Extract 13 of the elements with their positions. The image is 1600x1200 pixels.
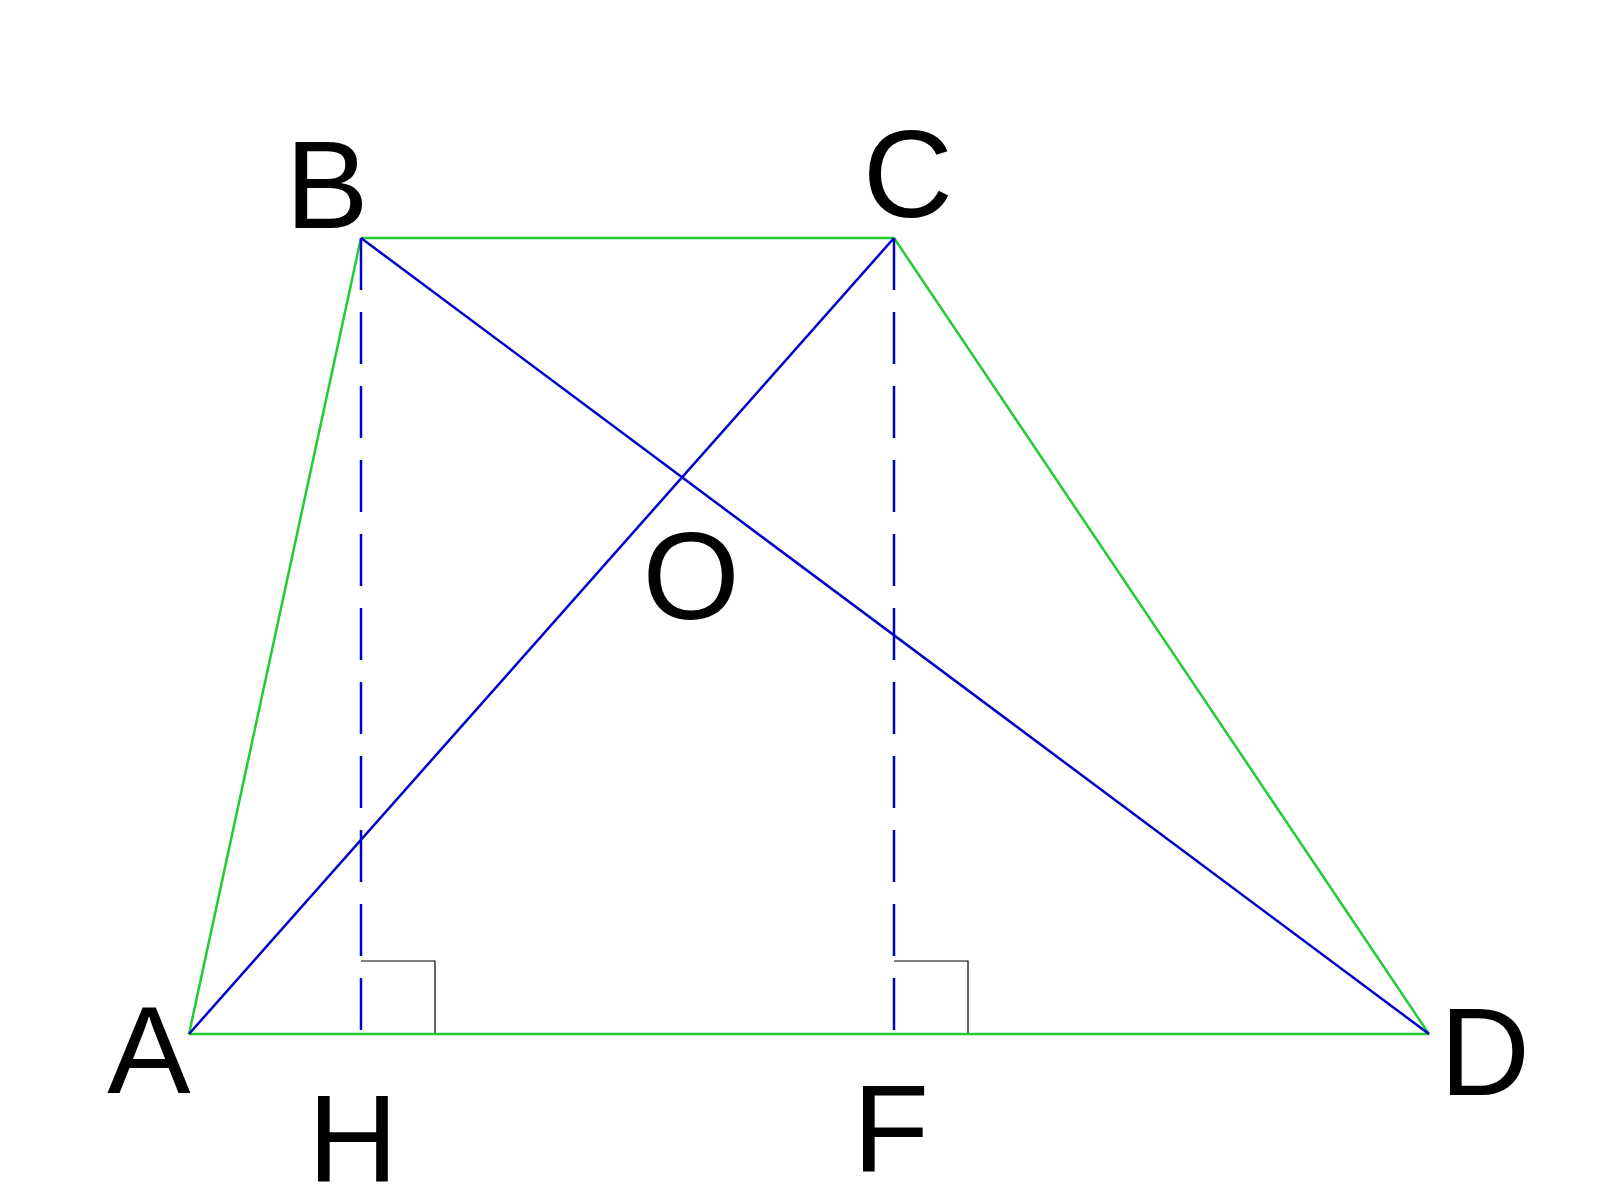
vertex-label: A (107, 986, 191, 1112)
line-segment (187, 237, 363, 1035)
line-segment (892, 237, 1431, 1035)
line-segment (361, 236, 894, 240)
vertex-label: C (862, 110, 954, 236)
vertex-label: F (852, 1065, 930, 1191)
line-segment (188, 237, 895, 1035)
line-segment (360, 237, 1430, 1035)
vertex-label: B (285, 121, 369, 247)
vertex-label: D (1439, 988, 1531, 1114)
vertex-label: H (307, 1075, 399, 1200)
line-segment (189, 1032, 1429, 1036)
point-label: O (642, 512, 740, 638)
